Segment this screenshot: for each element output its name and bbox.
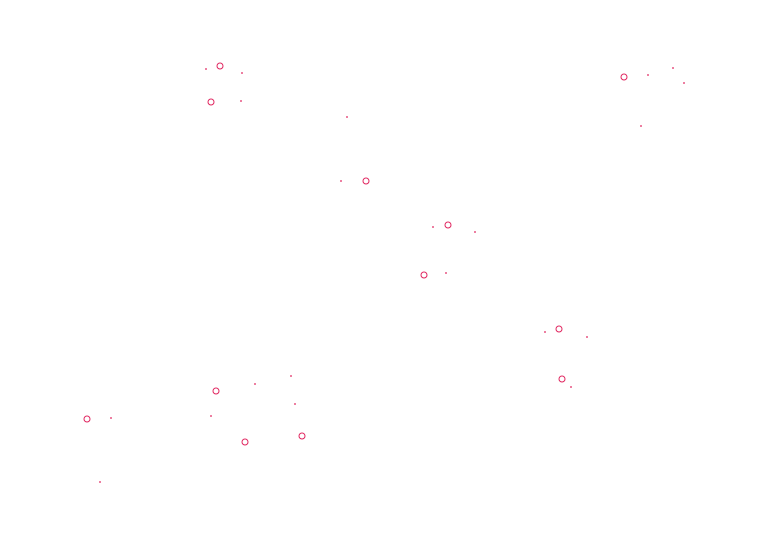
- scatter-point-ring: [298, 432, 306, 440]
- scatter-point-ring: [212, 387, 220, 395]
- scatter-point-ring: [420, 271, 428, 279]
- scatter-point-dot: [205, 68, 207, 70]
- scatter-point-dot: [672, 67, 674, 69]
- scatter-point-dot: [240, 100, 242, 102]
- scatter-point-ring: [444, 221, 452, 229]
- scatter-point-ring: [241, 438, 249, 446]
- scatter-point-ring: [555, 325, 563, 333]
- scatter-point-ring: [362, 177, 370, 185]
- scatter-point-dot: [445, 272, 447, 274]
- scatter-point-dot: [544, 331, 546, 333]
- scatter-point-dot: [586, 336, 588, 338]
- scatter-points: [83, 62, 685, 483]
- scatter-point-ring: [83, 415, 91, 423]
- scatter-point-dot: [241, 72, 243, 74]
- scatter-point-dot: [570, 386, 572, 388]
- scatter-point-ring: [207, 98, 215, 106]
- scatter-point-dot: [99, 481, 101, 483]
- scatter-point-ring: [620, 73, 628, 81]
- scatter-point-dot: [340, 180, 342, 182]
- scatter-point-dot: [647, 74, 649, 76]
- scatter-point-dot: [294, 403, 296, 405]
- scatter-point-dot: [254, 383, 256, 385]
- scatter-point-dot: [640, 125, 642, 127]
- scatter-point-dot: [110, 417, 112, 419]
- scatter-point-dot: [474, 231, 476, 233]
- scatter-point-dot: [683, 82, 685, 84]
- scatter-point-dot: [290, 375, 292, 377]
- scatter-point-dot: [210, 415, 212, 417]
- scatter-point-ring: [216, 62, 224, 70]
- scatter-point-dot: [432, 226, 434, 228]
- scatter-point-dot: [346, 116, 348, 118]
- scatter-point-ring: [558, 375, 566, 383]
